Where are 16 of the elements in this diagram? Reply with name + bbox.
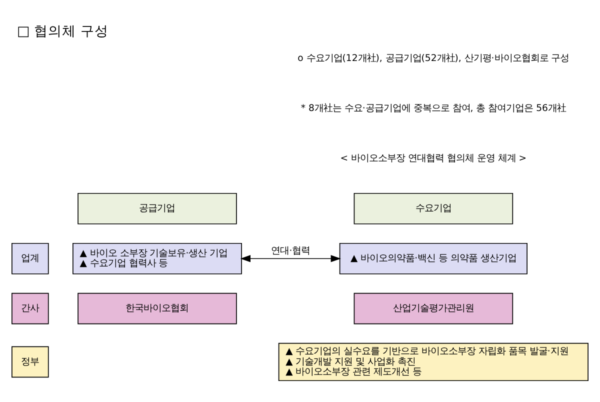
edge-label: 연대·협력	[271, 245, 310, 256]
node-box: ▲ 수요기업의 실수요를 기반으로 바이오소부장 자립화 품목 발굴·지원 ▲ 기술개발 지원 및 사업화 촉진 ▲ 바이오소부장 관련 제도개선 등	[278, 342, 588, 382]
node-box: 정부	[12, 346, 49, 378]
diagram-title: □ 협의체 구성	[17, 24, 108, 40]
arrow	[240, 255, 341, 262]
node-box: 한국바이오협회	[78, 292, 237, 324]
node-box: 공급기업	[78, 192, 237, 224]
node-box: 수요기업	[354, 192, 514, 224]
node-box: 산업기술평가관리원	[354, 292, 514, 324]
node-box: 업계	[12, 242, 49, 274]
label: < 바이오소부장 연대협력 협의체 운영 체계 >	[340, 153, 527, 164]
node-box: ▲ 바이오 소부장 기술보유·생산 기업 ▲ 수요기업 협력사 등	[72, 242, 242, 274]
node-box: ▲ 바이오의약품·백신 등 의약품 생산기업	[339, 242, 528, 274]
node-box: 간사	[12, 292, 49, 324]
label: * 8개社는 수요·공급기업에 중복으로 참여, 총 참여기업은 56개社	[300, 103, 566, 114]
label: o 수요기업(12개社), 공급기업(52개社), 산기평·바이오협회로 구성	[298, 53, 570, 64]
